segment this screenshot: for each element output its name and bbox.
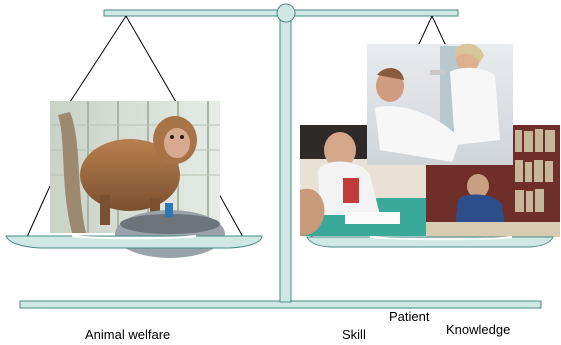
scale-pivot [276, 3, 296, 23]
label-skill: Skill [342, 327, 366, 342]
label-patient: Patient [389, 309, 430, 324]
left-pan [5, 235, 263, 249]
nurse-patient-photo [367, 43, 513, 165]
left-pan-strings [26, 15, 244, 238]
label-knowledge: Knowledge [446, 322, 511, 337]
label-animal-welfare: Animal welfare [85, 327, 171, 342]
monkey-photo [50, 101, 225, 258]
scale-pillar [279, 19, 292, 303]
